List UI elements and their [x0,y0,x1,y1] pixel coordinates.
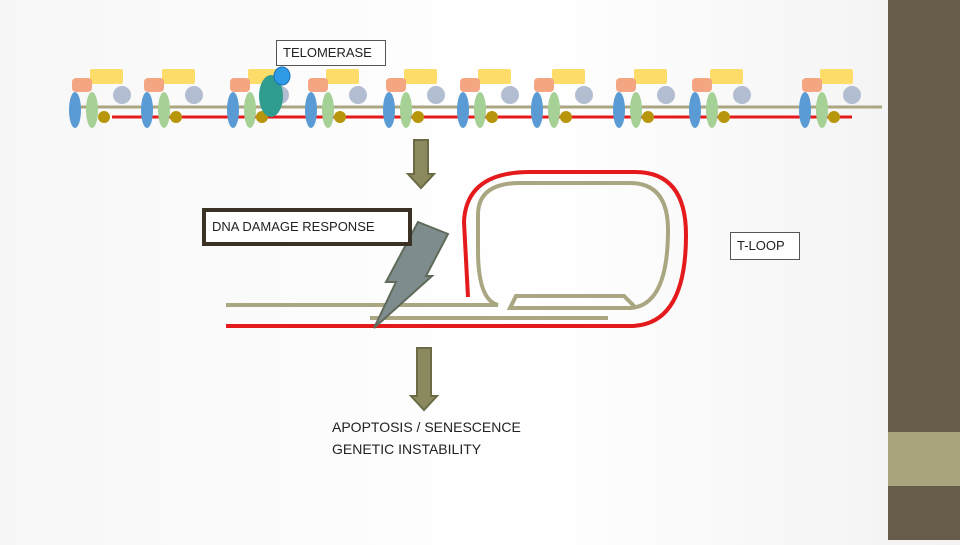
shelterin-rap1-subunit [534,78,554,92]
shelterin-trf1-subunit [227,92,239,128]
shelterin-tpp1-subunit [828,111,840,123]
shelterin-rap1-subunit [230,78,250,92]
shelterin-trf2-subunit [548,92,560,128]
shelterin-tin2-subunit [162,69,195,84]
telomerase-label: TELOMERASE [276,40,386,66]
shelterin-trf1-subunit [69,92,81,128]
lightning-bolt-icon [373,220,450,329]
shelterin-pot1-subunit [501,86,519,104]
shelterin-tin2-subunit [634,69,667,84]
shelterin-pot1-subunit [843,86,861,104]
outcome-genetic-instability: GENETIC INSTABILITY [332,441,482,457]
shelterin-trf2-subunit [706,92,718,128]
shelterin-rap1-subunit [386,78,406,92]
shelterin-trf2-subunit [322,92,334,128]
shelterin-rap1-subunit [692,78,712,92]
shelterin-tpp1-subunit [334,111,346,123]
shelterin-tpp1-subunit [560,111,572,123]
shelterin-trf2-subunit [816,92,828,128]
shelterin-tin2-subunit [820,69,853,84]
shelterin-complex [799,69,861,128]
shelterin-trf2-subunit [244,92,256,128]
shelterin-pot1-subunit [657,86,675,104]
shelterin-complex [305,69,367,128]
shelterin-rap1-subunit [616,78,636,92]
t-loop-olive-strand [226,181,671,310]
shelterin-complex [457,69,519,128]
shelterin-tpp1-subunit [486,111,498,123]
shelterin-tin2-subunit [478,69,511,84]
shelterin-complex [141,69,203,128]
shelterin-trf2-subunit [400,92,412,128]
t-loop-label: T-LOOP [730,232,800,260]
shelterin-trf2-subunit [86,92,98,128]
arrow-down-icon [405,139,437,190]
shelterin-tpp1-subunit [170,111,182,123]
shelterin-pot1-subunit [349,86,367,104]
dna-damage-response-label: DNA DAMAGE RESPONSE [202,208,412,246]
shelterin-trf1-subunit [799,92,811,128]
shelterin-pot1-subunit [427,86,445,104]
shelterin-tin2-subunit [552,69,585,84]
shelterin-trf2-subunit [630,92,642,128]
shelterin-tin2-subunit [710,69,743,84]
t-loop-red-strand [226,170,689,328]
telomerase-enzyme [259,66,291,117]
shelterin-tpp1-subunit [718,111,730,123]
shelterin-tin2-subunit [90,69,123,84]
shelterin-tpp1-subunit [412,111,424,123]
shelterin-rap1-subunit [802,78,822,92]
shelterin-tin2-subunit [404,69,437,84]
shelterin-complexes [69,69,861,128]
shelterin-trf1-subunit [457,92,469,128]
shelterin-rap1-subunit [308,78,328,92]
arrow-shape [405,139,437,190]
shelterin-trf1-subunit [141,92,153,128]
shelterin-trf1-subunit [613,92,625,128]
outcome-apoptosis-senescence: APOPTOSIS / SENESCENCE [332,419,521,435]
shelterin-complex [383,69,445,128]
shelterin-tin2-subunit [326,69,359,84]
shelterin-trf1-subunit [689,92,701,128]
arrow-shape [408,347,440,412]
shelterin-pot1-subunit [733,86,751,104]
telomerase-rna-subunit [273,66,291,86]
shelterin-rap1-subunit [72,78,92,92]
shelterin-trf1-subunit [383,92,395,128]
side-accent-block [888,432,960,486]
shelterin-trf1-subunit [305,92,317,128]
shelterin-trf2-subunit [158,92,170,128]
shelterin-trf2-subunit [474,92,486,128]
shelterin-complex [69,69,131,128]
shelterin-trf1-subunit [531,92,543,128]
shelterin-complex [613,69,675,128]
shelterin-pot1-subunit [575,86,593,104]
shelterin-tpp1-subunit [642,111,654,123]
shelterin-pot1-subunit [185,86,203,104]
shelterin-pot1-subunit [113,86,131,104]
shelterin-rap1-subunit [460,78,480,92]
shelterin-complex [531,69,593,128]
arrow-down-icon [408,347,440,412]
telomerase-body [259,75,283,117]
shelterin-rap1-subunit [144,78,164,92]
shelterin-complex [689,69,751,128]
shelterin-tpp1-subunit [98,111,110,123]
